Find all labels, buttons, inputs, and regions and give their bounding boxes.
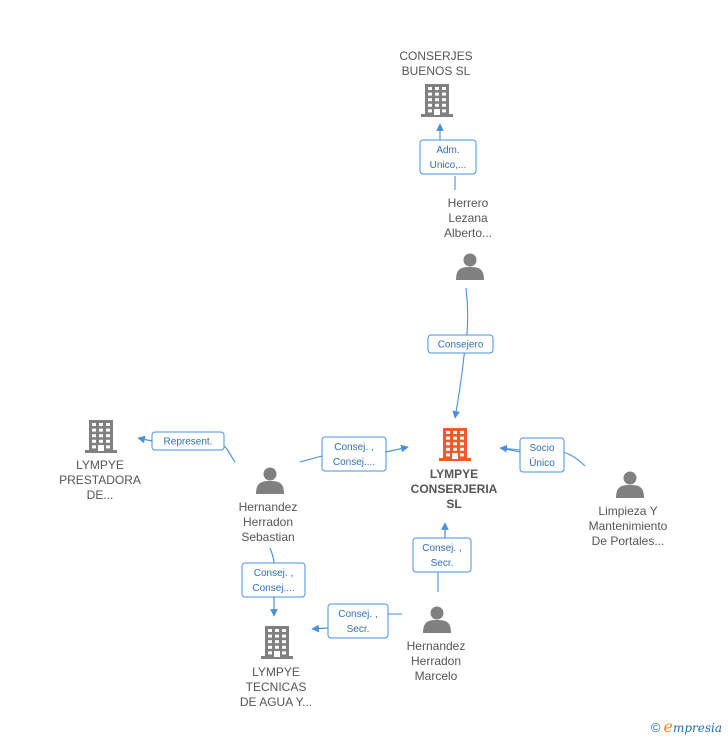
edge-herrero-to-conserjes [436, 123, 456, 190]
node-label: Hernandez [407, 639, 466, 653]
edge-label-box[interactable] [519, 437, 565, 473]
edge-hernandez_sebastian-to-lympye_main [299, 444, 409, 463]
edge-labels-layer: Adm.Unico,...ConsejeroSocioÚnicoConsej. … [151, 139, 565, 639]
edge-label-text: Unico,... [430, 160, 467, 171]
person-icon[interactable] [616, 471, 644, 499]
edge-label-text: Represent. [164, 437, 213, 448]
edge-label-box[interactable] [412, 537, 472, 573]
edge-label-box[interactable] [427, 334, 494, 354]
node-herrero[interactable]: HerreroLezanaAlberto... [444, 196, 492, 280]
node-label: Limpieza Y [598, 504, 657, 518]
brand-name: mpresia [672, 721, 722, 735]
edge-label-text: Consej. , [422, 543, 461, 554]
edge-label-box[interactable] [241, 562, 306, 598]
edges-layer [137, 123, 586, 633]
node-label: Marcelo [415, 669, 458, 683]
node-label: Herradon [243, 515, 293, 529]
edge-label-box[interactable] [419, 139, 477, 175]
edge-label-text: Adm. [436, 145, 459, 156]
node-label: PRESTADORA [59, 473, 141, 487]
edge-label-text: Consej. , [334, 442, 373, 453]
edge-label-text: Consej.... [333, 457, 375, 468]
edge-label-text: Secr. [431, 558, 454, 569]
node-label: SL [446, 497, 461, 511]
copyright-icon: © [650, 720, 661, 735]
edge-label-box[interactable] [151, 431, 225, 451]
node-label: De Portales... [592, 534, 665, 548]
edge-label-text: Secr. [347, 624, 370, 635]
edge-label-box[interactable] [327, 603, 389, 639]
edge-hernandez_marcelo-to-lympye_tecnicas [311, 613, 402, 633]
building-icon[interactable] [261, 626, 293, 659]
edge-label-text: Consejero [438, 340, 484, 351]
person-icon[interactable] [456, 253, 484, 281]
node-label: Sebastian [241, 530, 294, 544]
node-label: Alberto... [444, 226, 492, 240]
node-label: Hernandez [239, 500, 298, 514]
edge-label-box[interactable] [321, 436, 387, 472]
edge-label-text: Único [529, 456, 555, 469]
building-icon[interactable] [421, 84, 453, 117]
building-icon[interactable] [439, 428, 471, 461]
node-label: Lezana [448, 211, 488, 225]
node-label: BUENOS SL [402, 64, 471, 78]
edge-label-text: Consej. , [338, 609, 377, 620]
edge-label[interactable]: Consej. , Secr. [412, 537, 472, 573]
person-icon[interactable] [256, 467, 284, 495]
node-label: LYMPYE [430, 467, 478, 481]
node-label: Herradon [411, 654, 461, 668]
building-icon[interactable] [85, 420, 117, 453]
node-label: Herrero [448, 196, 489, 210]
edge-label[interactable]: Represent. [151, 431, 225, 451]
edge-label[interactable]: Consej. , Secr. [327, 603, 389, 639]
node-label: DE AGUA Y... [240, 695, 312, 709]
edge-label[interactable]: Consejero [427, 334, 494, 354]
edge-hernandez_sebastian-to-lympye_prestadora [137, 435, 236, 463]
node-lympye_prestadora[interactable]: LYMPYEPRESTADORADE... [59, 420, 141, 502]
node-label: Mantenimiento [589, 519, 668, 533]
node-label: CONSERJES [399, 49, 472, 63]
node-label: TECNICAS [246, 680, 307, 694]
node-label: DE... [87, 488, 114, 502]
edge-label[interactable]: Consej. , Consej.... [321, 436, 387, 472]
node-label: CONSERJERIA [411, 482, 498, 496]
person-icon[interactable] [423, 606, 451, 634]
node-label: LYMPYE [252, 665, 300, 679]
edge-label-text: Consej.... [252, 583, 294, 594]
brand-footer[interactable]: ©empresia [651, 717, 722, 736]
edge-label-text: Consej. , [254, 568, 293, 579]
edge-label[interactable]: Consej. , Consej.... [241, 562, 306, 598]
edge-label-text: Socio [529, 443, 554, 454]
node-label: LYMPYE [76, 458, 124, 472]
edge-label[interactable]: Adm. Unico,... [419, 139, 477, 175]
edge-herrero-to-lympye_main [452, 287, 469, 419]
brand-logo-initial: e [663, 717, 673, 736]
